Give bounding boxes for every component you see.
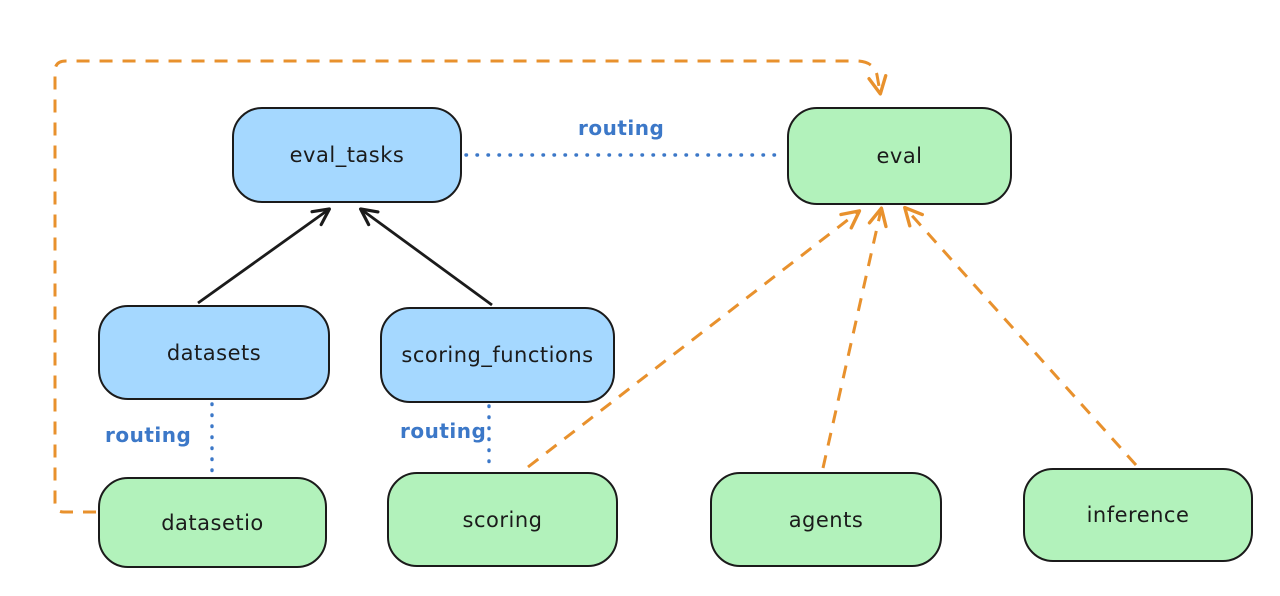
routing-label-datasets-datasetio: routing [105,423,192,447]
node-agents: agents [710,472,942,567]
node-scoring: scoring [387,472,618,567]
node-datasets: datasets [98,305,330,400]
node-datasetio: datasetio [98,477,327,568]
node-inference-label: inference [1086,503,1190,527]
routing-label-scoring-functions-scoring: routing [400,419,487,443]
node-inference: inference [1023,468,1253,562]
node-eval: eval [787,107,1012,205]
routing-label-eval-tasks-eval: routing [578,116,665,140]
edge-inference-to-eval [903,205,1138,467]
node-scoring-label: scoring [462,507,543,532]
node-datasetio-label: datasetio [161,510,264,535]
node-scoring-functions-label: scoring_functions [401,343,594,367]
edge-scoring-functions-to-eval-tasks [359,207,493,307]
node-eval-tasks: eval_tasks [232,107,462,203]
edge-datasets-to-eval-tasks [197,207,331,305]
node-eval-tasks-label: eval_tasks [289,143,405,167]
node-datasets-label: datasets [166,340,262,365]
edge-agents-to-eval [821,206,888,469]
node-scoring-functions: scoring_functions [380,307,615,403]
node-eval-label: eval [876,144,923,168]
node-agents-label: agents [788,507,864,532]
